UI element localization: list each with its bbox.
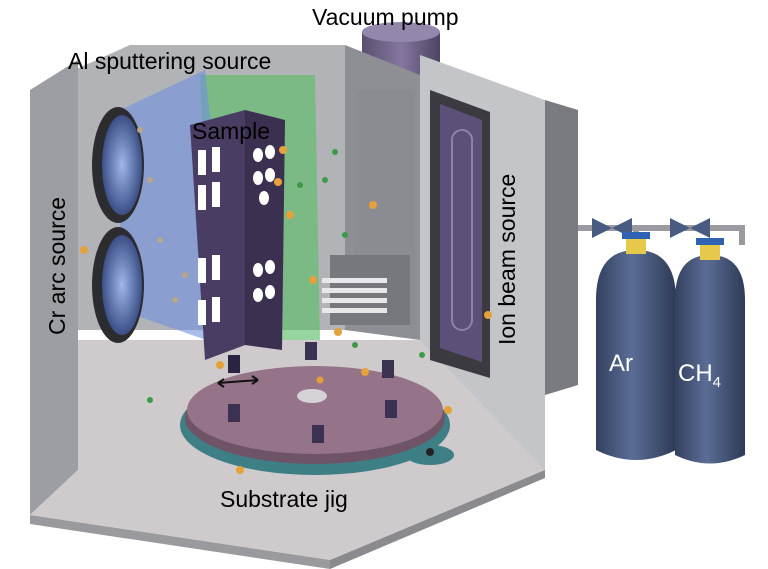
pump-column bbox=[322, 90, 415, 325]
cr-arc-source-label: Cr arc source bbox=[44, 196, 70, 335]
ion-beam-source bbox=[430, 90, 490, 378]
ion-beam-source-label: Ion beam source bbox=[494, 173, 520, 345]
ch4-label-subscript: 4 bbox=[712, 373, 722, 391]
deposition-particles bbox=[80, 127, 492, 474]
cr-arc-ports bbox=[92, 107, 144, 343]
gas-cylinder-ar bbox=[596, 232, 676, 460]
gas-cylinder-ch4 bbox=[675, 238, 745, 464]
substrate-jig-label: Substrate jig bbox=[220, 486, 348, 512]
sample-holder bbox=[190, 110, 285, 373]
ch4-label: CH4 bbox=[678, 362, 721, 390]
substrate-jig bbox=[180, 342, 454, 475]
sample-label: Sample bbox=[192, 118, 270, 144]
ch4-label-base: CH bbox=[678, 360, 713, 387]
al-sputtering-source-label: Al sputtering source bbox=[68, 48, 272, 74]
ar-label: Ar bbox=[609, 350, 633, 377]
vacuum-pump-label: Vacuum pump bbox=[312, 4, 459, 30]
